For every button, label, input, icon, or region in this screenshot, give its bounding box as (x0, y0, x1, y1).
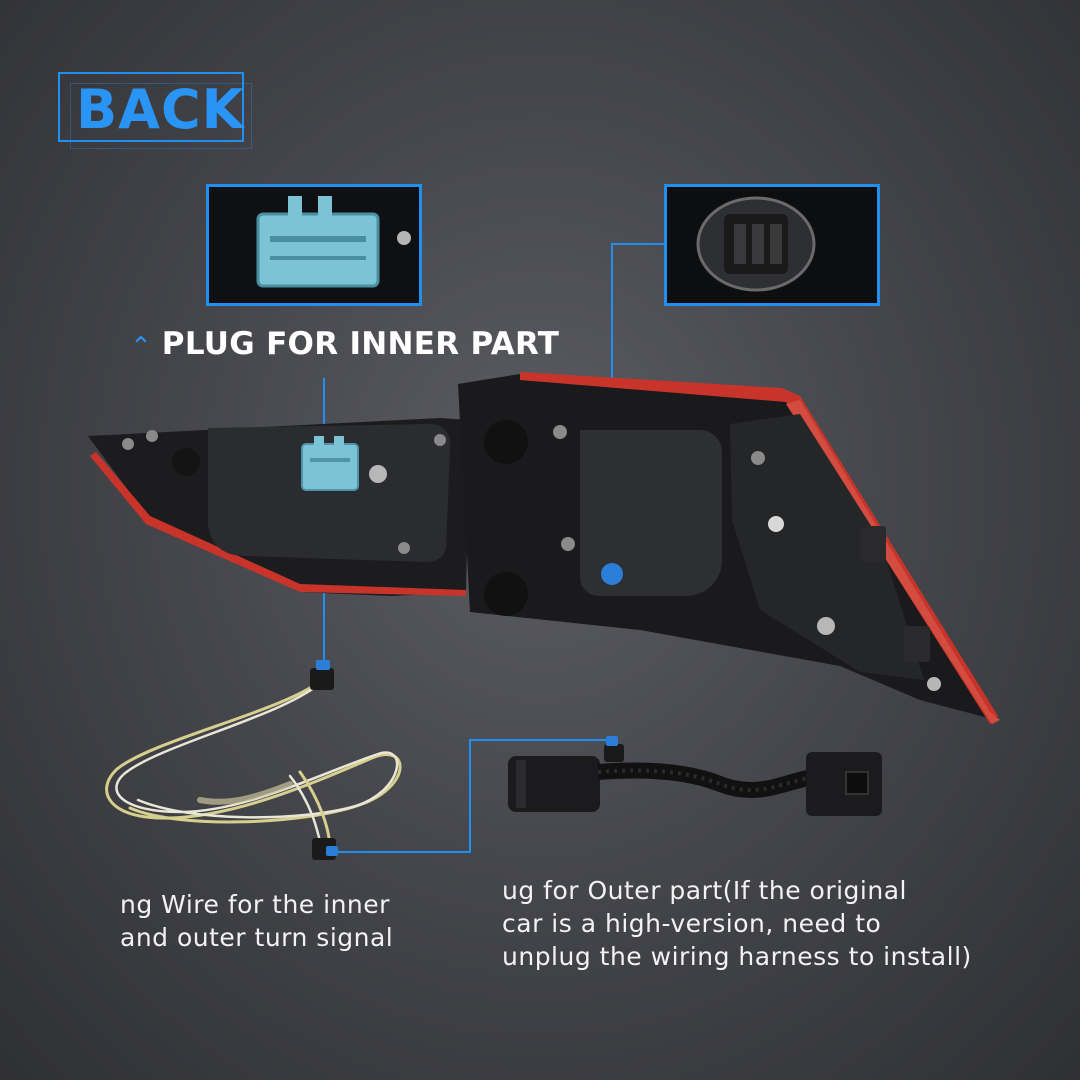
wire-harness (105, 676, 402, 852)
outer-plug-caption-line-2: car is a high-version, need to (502, 909, 882, 938)
inner-plug-detail-frame (206, 184, 422, 306)
wire-caption-line-1: ng Wire for the inner (120, 890, 390, 919)
back-badge-label: BACK (76, 78, 245, 141)
inner-plug-closeup (209, 187, 419, 303)
inner-plug-connector (301, 436, 359, 491)
wire-connector-bottom (312, 838, 338, 860)
callout-line-adapter (332, 739, 612, 853)
tail-light-inner-section (88, 418, 470, 596)
outer-plug-caption-line-1: ug for Outer part(If the original (502, 876, 907, 905)
outer-plug-caption: ug for Outer part(If the original car is… (502, 874, 1062, 973)
outer-socket-detail-frame (664, 184, 880, 306)
tail-light-outer-section (458, 372, 1000, 724)
back-badge-frame (58, 72, 252, 149)
wire-caption-line-2: and outer turn signal (120, 923, 394, 952)
outer-plug-caption-line-3: unplug the wiring harness to install) (502, 942, 972, 971)
inner-plug-heading-text: PLUG FOR INNER PART (161, 326, 560, 362)
wire-connector-top (310, 660, 334, 690)
inner-plug-heading: ⌃ PLUG FOR INNER PART (130, 326, 559, 362)
outer-socket-closeup (667, 187, 877, 303)
wire-caption: ng Wire for the inner and outer turn sig… (120, 888, 440, 954)
chevron-up-icon: ⌃ (130, 331, 152, 361)
adapter-harness (508, 736, 882, 816)
